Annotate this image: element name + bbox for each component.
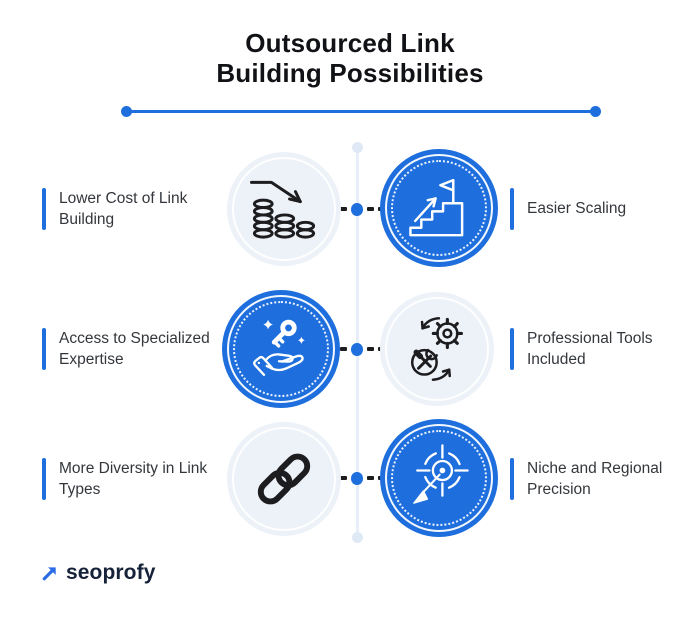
item-label: Lower Cost of Link Building xyxy=(59,189,188,228)
item-icon-badge xyxy=(380,292,494,406)
item-label: Professional Tools Included xyxy=(527,329,653,368)
connector-dash xyxy=(340,476,348,480)
item-label: Access to Specialized Expertise xyxy=(59,329,210,368)
connector-dash xyxy=(366,347,374,351)
connector-dash xyxy=(366,207,374,211)
guide-line-bottom-cap xyxy=(352,532,363,543)
item-label: More Diversity in Link Types xyxy=(59,459,208,498)
list-item: Niche and Regional Precision xyxy=(510,456,679,502)
item-icon-badge xyxy=(222,290,340,408)
item-label: Niche and Regional Precision xyxy=(527,459,663,498)
connector-dot xyxy=(351,471,363,485)
page-title-line1: Outsourced Link xyxy=(245,28,455,58)
item-icon-badge xyxy=(227,152,341,266)
list-item: Lower Cost of Link Building xyxy=(42,186,234,232)
page-title-line2: Building Possibilities xyxy=(216,58,484,89)
item-label: Easier Scaling xyxy=(527,200,627,218)
list-item: More Diversity in Link Types xyxy=(42,456,234,502)
hand-key-icon xyxy=(253,319,305,376)
label-accent-bar xyxy=(510,458,514,500)
brand-logo: seoprofy xyxy=(40,561,156,585)
item-icon-badge xyxy=(380,419,498,537)
item-icon-badge xyxy=(380,149,498,267)
item-icon-badge xyxy=(227,422,341,536)
list-item: Professional Tools Included xyxy=(510,326,679,372)
coins-decline-icon xyxy=(249,180,316,239)
connector-dash xyxy=(340,207,348,211)
label-accent-bar xyxy=(42,188,46,230)
brand-name: seoprofy xyxy=(66,561,156,584)
underline-left-dot xyxy=(121,106,132,117)
connector-dot xyxy=(351,202,363,216)
chain-link-icon xyxy=(257,453,311,505)
label-accent-bar xyxy=(42,328,46,370)
gear-tools-icon xyxy=(410,317,463,381)
underline-right-dot xyxy=(590,106,601,117)
page-title: Outsourced Link Building Possibilities xyxy=(0,28,700,89)
list-item: Easier Scaling xyxy=(510,186,626,232)
guide-line-top-cap xyxy=(352,142,363,153)
connector-dash xyxy=(366,476,374,480)
label-accent-bar xyxy=(42,458,46,500)
arrow-up-right-icon xyxy=(42,566,56,580)
target-dart-icon xyxy=(413,444,469,504)
connector-dash xyxy=(340,347,348,351)
title-underline xyxy=(125,110,595,113)
stairs-growth-flag-icon xyxy=(409,178,464,237)
connector-dot xyxy=(351,342,363,356)
label-accent-bar xyxy=(510,328,514,370)
label-accent-bar xyxy=(510,188,514,230)
list-item: Access to Specialized Expertise xyxy=(42,326,234,372)
